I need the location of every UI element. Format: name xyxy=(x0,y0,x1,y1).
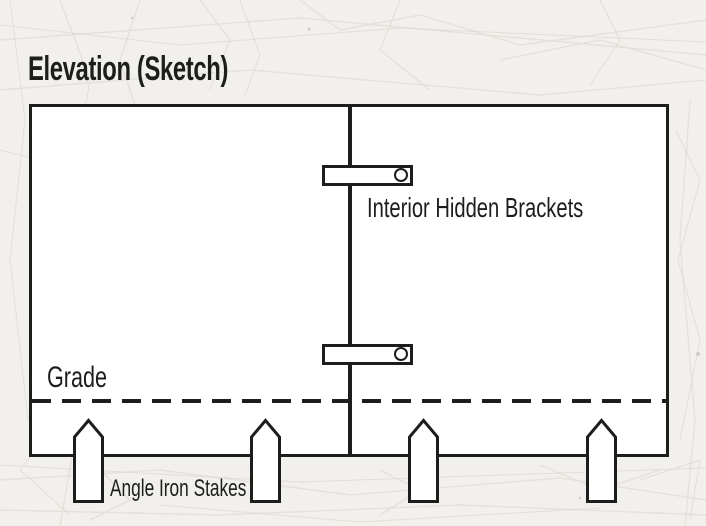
grade-dashed-line xyxy=(32,399,666,403)
page-title-text: Elevation (Sketch) xyxy=(28,50,229,88)
hidden-bracket-bottom xyxy=(322,344,413,365)
center-post-line xyxy=(348,107,352,454)
angle-iron-stake xyxy=(250,418,281,503)
angle-iron-stake xyxy=(73,418,104,503)
bracket-hole-icon xyxy=(394,168,408,182)
elevation-panel xyxy=(29,104,669,457)
page-title: Elevation (Sketch) xyxy=(28,52,314,86)
bracket-hole-icon xyxy=(394,347,408,361)
angle-iron-stakes-label: Angle Iron Stakes xyxy=(110,475,247,502)
angle-iron-stake xyxy=(408,418,439,503)
hidden-bracket-top xyxy=(322,165,413,186)
interior-hidden-brackets-label: Interior Hidden Brackets xyxy=(367,192,584,223)
grade-label: Grade xyxy=(47,361,108,394)
angle-iron-stake xyxy=(586,418,617,503)
